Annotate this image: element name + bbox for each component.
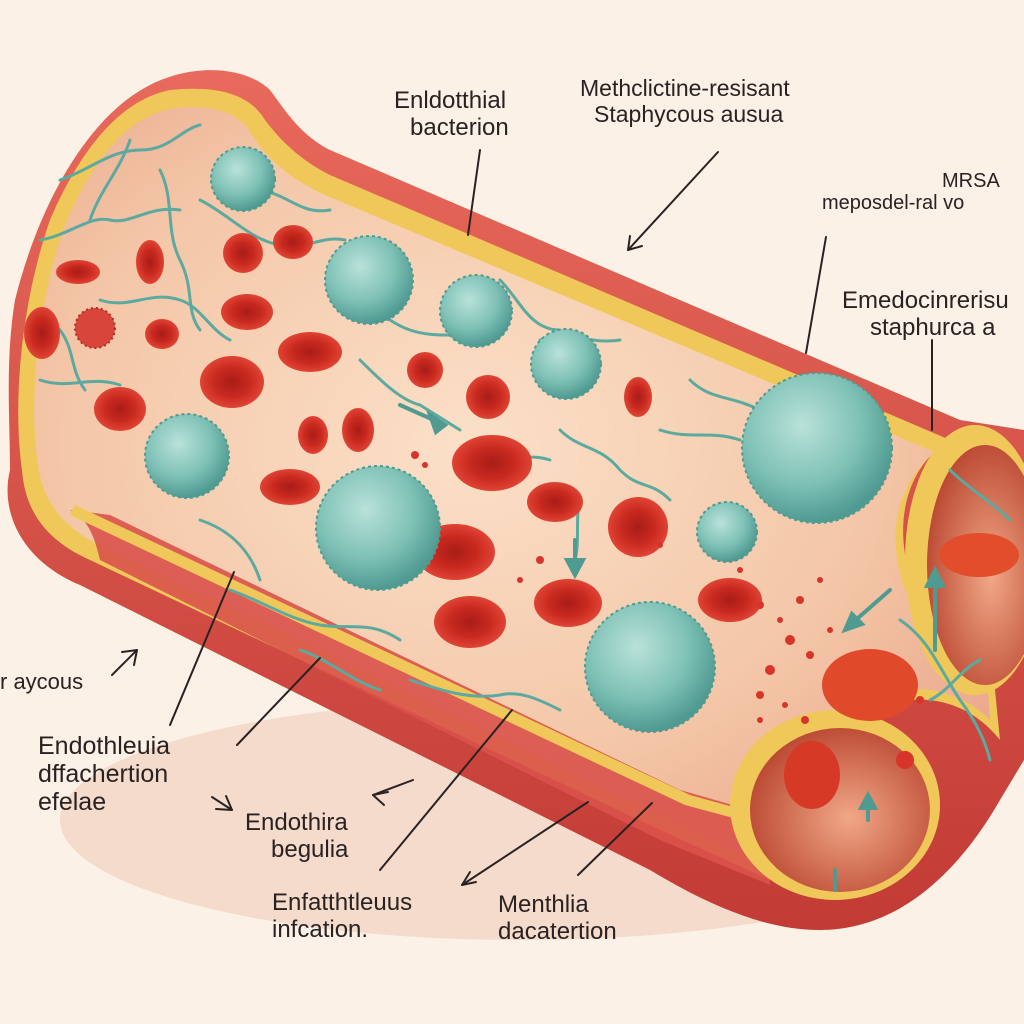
red-blood-cell — [278, 332, 342, 372]
label-line: MRSA — [942, 170, 1000, 192]
label-bottom-3: Menthlia dacatertion — [498, 891, 617, 946]
red-blood-cell — [56, 260, 100, 284]
label-line: Enldotthial — [394, 87, 507, 114]
label-line: Methclictine-resisant — [580, 75, 790, 101]
label-line: meposdel-ral vo — [822, 192, 965, 215]
bacterium — [324, 235, 414, 325]
label-bottom-1: Endothira begulia — [245, 809, 349, 864]
red-blood-cell — [608, 497, 668, 557]
bacterium — [315, 465, 441, 591]
red-blood-cell — [200, 356, 264, 408]
label-line: dffachertion — [38, 760, 169, 788]
debris-particles — [411, 451, 924, 769]
red-blood-cell — [784, 741, 840, 809]
red-blood-cell — [94, 387, 146, 431]
red-blood-cell — [939, 533, 1019, 577]
label-bottom-2: Enfatthtleuus infcation. — [272, 889, 413, 944]
red-blood-cell — [407, 352, 443, 388]
bacterium — [696, 501, 758, 563]
bacterium — [144, 413, 230, 499]
red-blood-cell — [298, 416, 328, 454]
label-line: bacterion — [410, 113, 509, 141]
label-line: dacatertion — [498, 917, 617, 945]
label-line: staphurca a — [870, 313, 996, 341]
red-blood-cell — [223, 233, 263, 273]
vessel-front-wall — [70, 510, 785, 885]
red-blood-cell — [624, 377, 652, 417]
label-line: Menthlia — [498, 891, 589, 918]
label-line: r aycous — [0, 669, 84, 694]
label-right-top: MRSA meposdel-ral vo — [822, 170, 1000, 215]
label-line: Endothleuia — [38, 732, 171, 760]
label-top-center: Methclictine-resisant Staphycous ausua — [580, 75, 790, 128]
label-line: infcation. — [272, 915, 369, 943]
red-blood-cell — [466, 375, 510, 419]
red-blood-cell — [273, 225, 313, 259]
bacterium — [210, 146, 276, 212]
red-blood-cell — [145, 319, 179, 349]
mrsa-bacteria — [74, 146, 893, 733]
flow-arrows — [398, 403, 947, 892]
bacterium — [741, 372, 893, 524]
label-top-left: Enldotthial bacterion — [394, 87, 509, 142]
bacterium — [439, 274, 513, 348]
label-line: Staphycous ausua — [594, 100, 784, 127]
red-blood-cell — [260, 469, 320, 505]
red-blood-cell — [452, 435, 532, 491]
vessel-front-rim — [70, 505, 780, 830]
red-blood-cell — [342, 408, 374, 452]
bacterium — [530, 328, 602, 400]
label-left-small: r aycous — [0, 669, 84, 695]
red-blood-cell — [221, 294, 273, 330]
red-blood-cell — [136, 240, 164, 284]
red-blood-cell — [698, 578, 762, 622]
label-line: Emedocinrerisu — [842, 288, 1009, 314]
red-blood-cell — [24, 307, 60, 359]
red-blood-cell — [822, 649, 918, 721]
red-blood-cell — [534, 579, 602, 627]
bacterium-cluster-small — [74, 307, 116, 349]
red-blood-cell — [527, 482, 583, 522]
label-line: Enfatthtleuus — [272, 889, 413, 916]
bacterium — [584, 601, 716, 733]
label-line: Endothira — [245, 809, 348, 836]
red-blood-cells — [24, 225, 1019, 809]
label-line: begulia — [271, 835, 349, 863]
label-left-mid: Endothleuia dffachertion efelae — [38, 732, 170, 816]
leader-lines — [111, 149, 933, 886]
label-right-mid: Emedocinrerisu staphurca a — [842, 288, 1009, 342]
red-blood-cell — [434, 596, 506, 648]
label-line: efelae — [38, 788, 107, 816]
